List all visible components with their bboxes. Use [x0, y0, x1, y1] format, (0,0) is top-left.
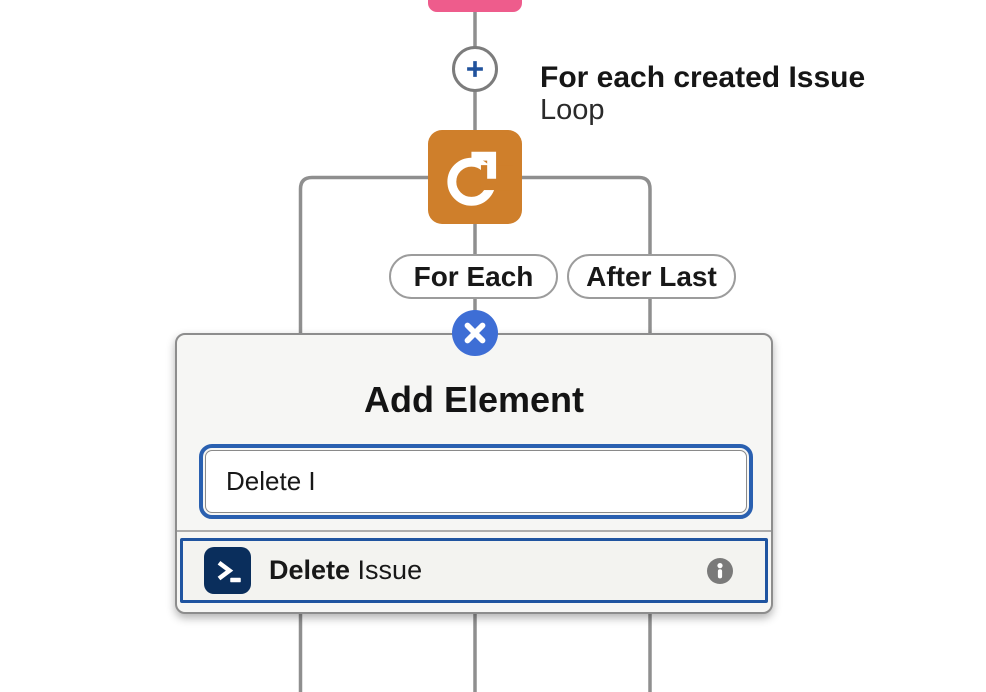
node-subtitle: Loop [540, 94, 605, 126]
add-element-popup: Add Element Delete Issue [175, 333, 773, 614]
x-close-icon [464, 322, 486, 344]
branch-pill-label: For Each [413, 260, 534, 292]
info-icon[interactable] [707, 557, 733, 584]
branch-pill-after-last: After Last [567, 254, 736, 299]
result-label-rest: Issue [350, 555, 423, 585]
search-result-row[interactable]: Delete Issue [180, 538, 768, 603]
pink-node-partial[interactable] [428, 0, 522, 12]
loop-node[interactable] [428, 130, 522, 224]
terminal-icon [204, 547, 251, 594]
result-label-match: Delete [269, 555, 351, 585]
node-title: For each created Issue [540, 61, 866, 94]
branch-pill-for-each: For Each [389, 254, 558, 299]
popup-divider [177, 530, 771, 532]
plus-icon [467, 61, 483, 77]
result-label: Delete Issue [269, 555, 422, 586]
close-popup-button[interactable] [452, 310, 498, 356]
element-search-input[interactable] [199, 444, 753, 519]
popup-title: Add Element [363, 379, 585, 420]
branch-pill-label: After Last [586, 260, 717, 292]
add-node-button[interactable] [452, 46, 498, 92]
loop-node-label: For each created Issue Loop [540, 61, 865, 127]
loop-circular-arrow-icon [447, 151, 513, 206]
